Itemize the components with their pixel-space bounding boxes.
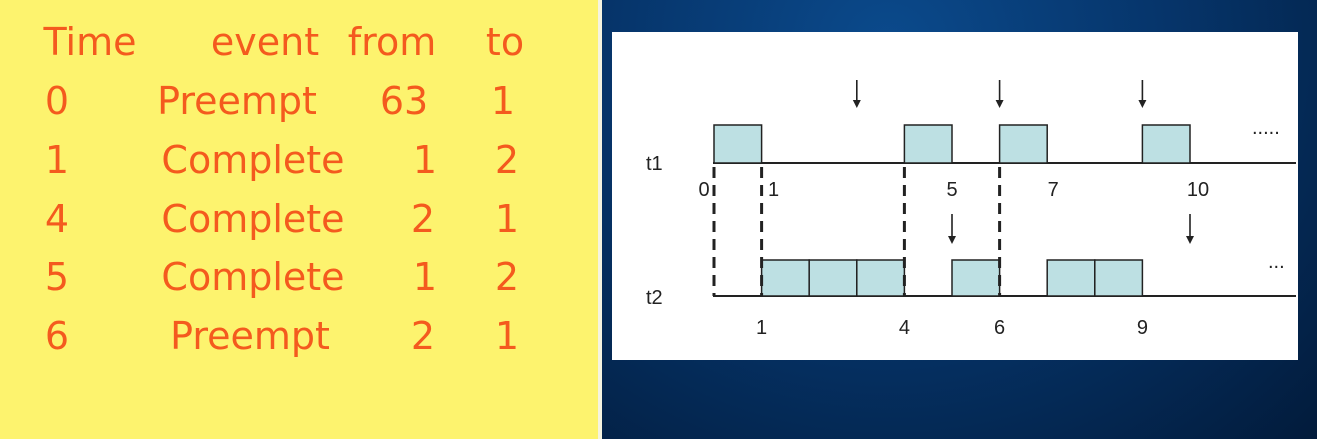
- panel-divider: [598, 0, 602, 439]
- event-table-panel: [0, 0, 598, 439]
- row-1-from: 1: [412, 138, 438, 182]
- row-4-to: 1: [494, 314, 520, 358]
- row-1-time: 1: [44, 138, 70, 182]
- row-0-from: 63: [379, 79, 429, 123]
- row-0-time: 0: [44, 79, 70, 123]
- arrival-arrow-head-t2-0: [948, 236, 956, 244]
- task-label-t1: t1: [646, 153, 663, 175]
- exec-block-t1-1: [903, 124, 953, 164]
- row-0-event: Preempt: [157, 79, 317, 123]
- row-3-from: 1: [412, 255, 438, 299]
- arrival-arrow-head-t1-1: [995, 100, 1004, 108]
- event-table: Time event from to 0 Preempt 63 1 1 Comp…: [0, 0, 598, 439]
- row-3-time: 5: [44, 255, 70, 299]
- row-4-from: 2: [410, 314, 436, 358]
- row-2-event: Complete: [161, 197, 345, 241]
- row-1-event: Complete: [161, 138, 345, 182]
- tick-label-t1-5: 5: [946, 179, 957, 201]
- schedule-diagram-svg: t1 t2 ..... ... 0 1 5 7 10 1 4 6 9: [646, 80, 1296, 339]
- header-time: Time: [43, 20, 137, 64]
- row-3-event: Complete: [161, 255, 345, 299]
- exec-block-t2-5: [1094, 259, 1144, 297]
- row-2-from: 2: [410, 197, 436, 241]
- exec-block-t1-2: [998, 124, 1048, 164]
- tick-label-t1-1: 1: [768, 179, 779, 201]
- row-4-event: Preempt: [170, 314, 330, 358]
- exec-block-t2-1: [808, 259, 858, 297]
- continuation-t1: .....: [1252, 117, 1280, 139]
- tick-label-t1-10: 10: [1187, 179, 1209, 201]
- header-event: event: [210, 20, 320, 64]
- arrival-arrow-head-t2-1: [1186, 236, 1194, 244]
- tick-label-t2-9: 9: [1137, 317, 1148, 339]
- tick-label-t2-1: 1: [756, 317, 767, 339]
- exec-block-t1-0: [713, 124, 763, 164]
- exec-block-t2-4: [1046, 259, 1096, 297]
- header-to: to: [485, 20, 525, 64]
- task-label-t2: t2: [646, 287, 663, 309]
- row-4-time: 6: [44, 314, 70, 358]
- arrival-arrow-head-t1-2: [1138, 100, 1147, 108]
- row-3-to: 2: [494, 255, 520, 299]
- row-0-to: 1: [490, 79, 516, 123]
- exec-block-t2-0: [760, 259, 810, 297]
- row-2-time: 4: [44, 197, 70, 241]
- tick-label-t2-4: 4: [899, 317, 910, 339]
- tick-label-t1-0: 0: [698, 179, 709, 201]
- header-from: from: [347, 20, 437, 64]
- row-1-to: 2: [494, 138, 520, 182]
- exec-block-t1-3: [1141, 124, 1191, 164]
- continuation-t2: ...: [1268, 251, 1285, 273]
- exec-block-t2-2: [856, 259, 906, 297]
- row-2-to: 1: [494, 197, 520, 241]
- tick-label-t1-7: 7: [1048, 179, 1059, 201]
- exec-block-t2-3: [951, 259, 1001, 297]
- schedule-diagram: t1 t2 ..... ... 0 1 5 7 10 1 4 6 9: [612, 32, 1298, 360]
- arrival-arrow-head-t1-0: [852, 100, 861, 108]
- tick-label-t2-6: 6: [994, 317, 1005, 339]
